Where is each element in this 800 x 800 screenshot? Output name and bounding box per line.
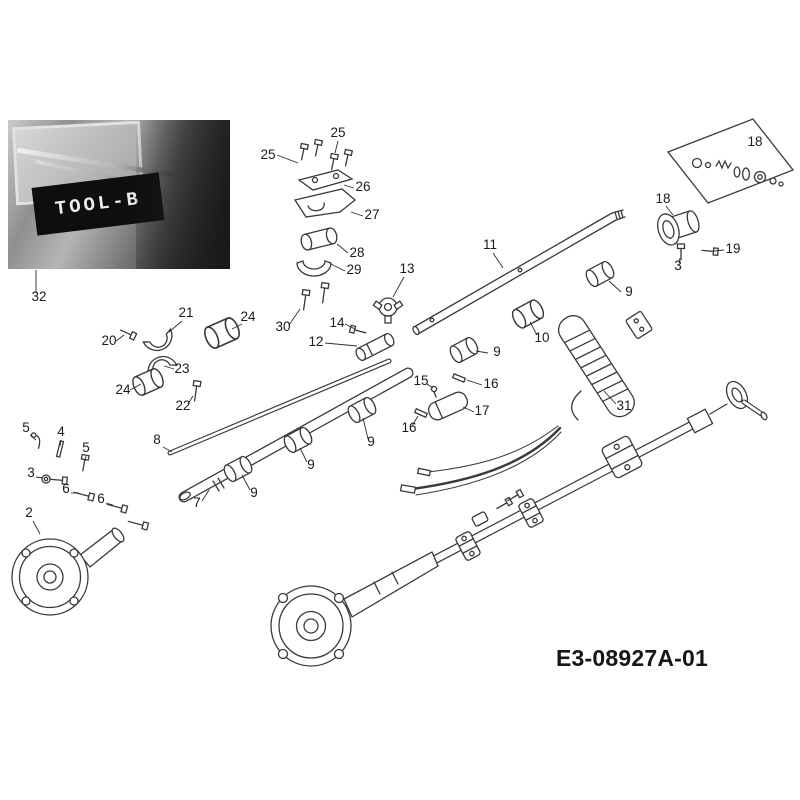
part-label-24: 24	[115, 382, 131, 397]
throttle-cable-drawing	[399, 425, 562, 496]
part-label-5: 5	[82, 440, 90, 455]
part-label-9: 9	[625, 284, 633, 299]
part-label-28: 28	[349, 245, 364, 260]
part-label-26: 26	[355, 179, 370, 194]
driveshaft-assembly-drawing	[270, 380, 768, 667]
part-label-17: 17	[474, 403, 489, 418]
lower-tube-7-shaft-8-drawing	[167, 358, 414, 503]
part-label-21: 21	[178, 305, 193, 320]
part-label-9: 9	[250, 485, 258, 500]
part-label-18: 18	[655, 191, 670, 206]
part-label-30: 30	[275, 319, 290, 334]
part-label-3: 3	[674, 258, 682, 273]
part-label-4: 4	[57, 424, 65, 439]
part-label-23: 23	[174, 361, 189, 376]
leader-lines	[29, 140, 725, 535]
part-label-27: 27	[364, 207, 379, 222]
part-labels: 25 25 26 27 28 29 30 13 14 12 11 18 18 3…	[22, 125, 762, 520]
part-label-14: 14	[329, 315, 345, 330]
upper-shaft-11-drawing	[412, 209, 626, 336]
part-label-3: 3	[27, 465, 35, 480]
mount-bracket-cluster-drawing	[293, 138, 357, 312]
photo-inset: TOOL-B	[8, 120, 230, 269]
coupler-cluster-drawing	[348, 297, 404, 361]
left-clamp-cluster-drawing	[118, 315, 243, 403]
part-label-16: 16	[401, 420, 416, 435]
photo-dark-area	[136, 120, 230, 269]
gearhead-inset-drawing	[657, 118, 795, 261]
part-label-13: 13	[399, 261, 414, 276]
part-label-9: 9	[367, 434, 375, 449]
part-label-12: 12	[308, 334, 323, 349]
part-label-24: 24	[240, 309, 256, 324]
part-label-16: 16	[483, 376, 498, 391]
part-label-22: 22	[175, 398, 190, 413]
gearbox-2-drawing	[11, 527, 125, 616]
part-label-10: 10	[534, 330, 549, 345]
part-label-8: 8	[153, 432, 161, 447]
part-label-6: 6	[97, 491, 105, 506]
part-label-9: 9	[307, 457, 315, 472]
part-label-18: 18	[747, 134, 762, 149]
part-label-25: 25	[330, 125, 345, 140]
part-label-31: 31	[616, 398, 631, 413]
part-label-5: 5	[22, 420, 30, 435]
clamp-rings-drawing	[221, 259, 617, 484]
part-label-9: 9	[493, 344, 501, 359]
part-label-2: 2	[25, 505, 33, 520]
part-label-32: 32	[31, 289, 46, 304]
part-label-6: 6	[62, 481, 70, 496]
part-label-20: 20	[101, 333, 116, 348]
part-label-11: 11	[483, 237, 497, 252]
part-label-25: 25	[260, 147, 275, 162]
part-label-7: 7	[193, 495, 201, 510]
handle-31-drawing	[558, 310, 653, 421]
part-label-19: 19	[725, 241, 740, 256]
part-label-29: 29	[346, 262, 361, 277]
part-label-15-highlighted: 15	[413, 373, 428, 388]
diagram-code: E3-08927A-01	[556, 645, 709, 671]
